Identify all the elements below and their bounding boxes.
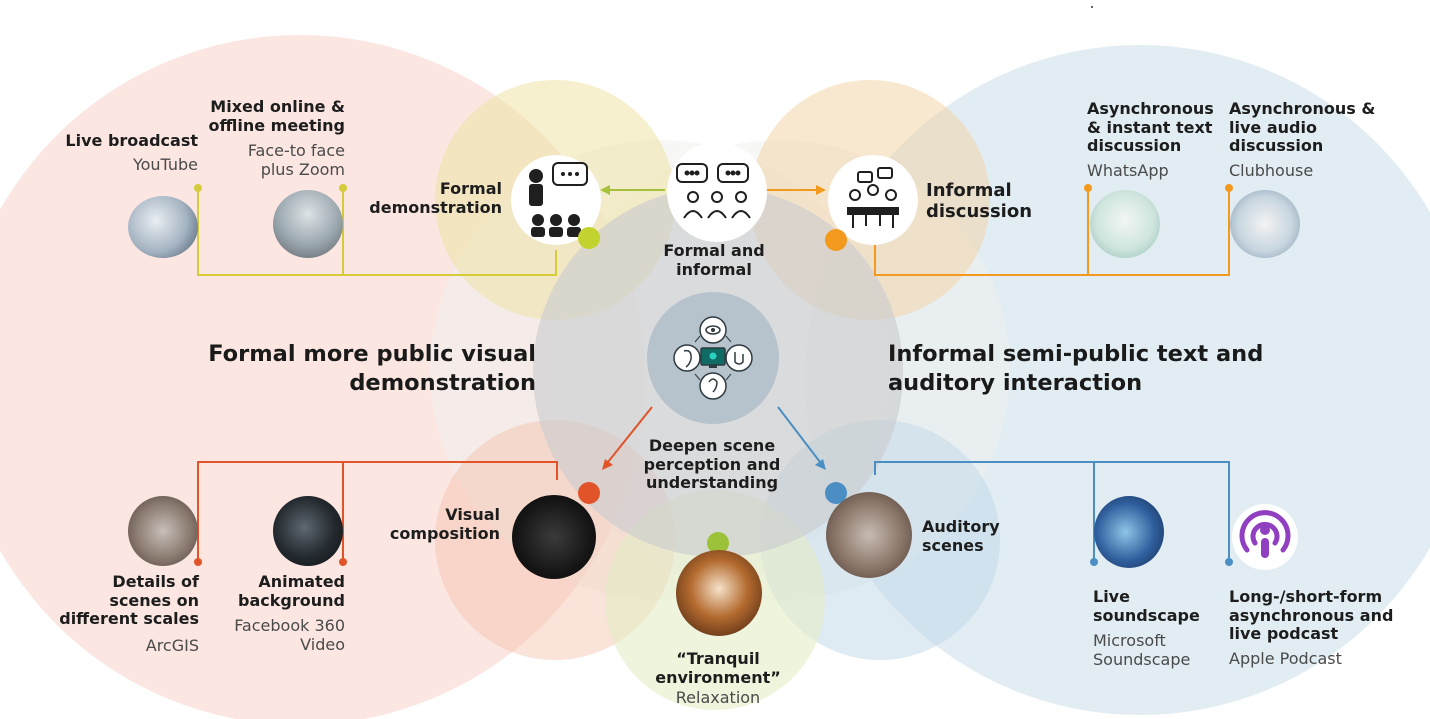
arrow-to-visual: [602, 406, 653, 470]
animated-background-platform: Facebook 360 Video: [234, 616, 345, 654]
async-audio-platform: Clubhouse: [1229, 161, 1314, 180]
async-audio-title: Asynchronous & live audio discussion: [1229, 99, 1376, 156]
clubhouse-screenshot: [1230, 190, 1300, 258]
podcast-platform: Apple Podcast: [1229, 649, 1342, 668]
live-soundscape-platform: Microsoft Soundscape: [1093, 631, 1191, 669]
tranquil-title: “Tranquil environment”: [655, 649, 781, 687]
whatsapp-screenshot: [1090, 190, 1160, 258]
informal-dot: [825, 229, 847, 251]
formal-connectors: [197, 190, 557, 276]
auditory-dot: [825, 482, 847, 504]
arrow-to-auditory: [777, 406, 826, 470]
visual-composition-label: Visual composition: [389, 505, 500, 543]
informal-connectors: [874, 190, 1230, 276]
async-text-platform: WhatsApp: [1087, 161, 1169, 180]
animated-background-photo: [273, 496, 343, 566]
soundscape-photo: [1094, 496, 1164, 568]
live-broadcast-title: Live broadcast: [65, 131, 198, 150]
right-section-title: Informal semi-public text and auditory i…: [888, 341, 1264, 397]
podcast-title: Long-/short-form asynchronous and live p…: [1229, 587, 1394, 644]
podcast-icon: [1232, 504, 1298, 570]
live-broadcast-platform: YouTube: [132, 155, 198, 174]
visual-composition-image: [512, 495, 596, 579]
informal-discussion-label: Informal discussion: [926, 180, 1033, 223]
group-chat-icon: [676, 163, 751, 219]
informal-node: [828, 155, 918, 245]
details-scales-platform: ArcGIS: [145, 636, 199, 655]
arrow-to-formal: [600, 185, 665, 195]
formal-demo-label: Formal demonstration: [369, 179, 502, 217]
senses-monitor-icon: [673, 316, 753, 400]
auditory-scenes-label: Auditory scenes: [922, 517, 1000, 555]
async-text-title: Asynchronous & instant text discussion: [1087, 99, 1214, 156]
auditory-scenes-photo: [826, 492, 912, 578]
meeting-table-icon: [847, 167, 899, 228]
mixed-meeting-photo: [273, 190, 343, 258]
center-title: Formal and informal: [663, 241, 765, 279]
arrow-to-informal: [766, 185, 826, 195]
left-section-title: Formal more public visual demonstration: [208, 341, 536, 397]
visual-dot: [578, 482, 600, 504]
tranquil-environment-image: [676, 550, 762, 636]
presenter-icon: [529, 162, 588, 237]
live-broadcast-photo: [128, 196, 198, 258]
center-subtitle: Deepen scene perception and understandin…: [643, 436, 781, 493]
animated-background-title: Animated background: [238, 572, 345, 610]
auditory-connectors: [874, 461, 1230, 560]
tranquil-platform: Relaxation: [675, 688, 761, 707]
formal-dot: [578, 227, 600, 249]
details-scales-title: Details of scenes on different scales: [59, 572, 199, 629]
mixed-meeting-title: Mixed online & offline meeting: [208, 97, 346, 135]
live-soundscape-title: Live soundscape: [1093, 587, 1200, 625]
visual-connectors: [197, 461, 558, 560]
mixed-meeting-platform: Face-to face plus Zoom: [247, 141, 345, 179]
tranquil-dot: [707, 532, 729, 554]
arcgis-scene-photo: [128, 496, 198, 566]
